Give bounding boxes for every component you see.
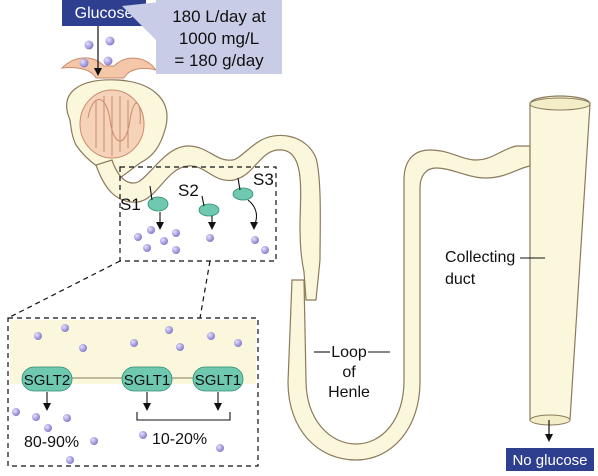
loop-label-line-1: Loop — [331, 344, 367, 361]
glucose-label: Glucose — [75, 5, 134, 22]
loop-of-henle — [287, 145, 531, 461]
segment-s2-label: S2 — [178, 181, 199, 200]
collecting-label-line-2: duct — [445, 271, 476, 288]
loop-label-line-2: of — [342, 364, 356, 381]
output-arrow-head — [545, 434, 553, 442]
sglt1-transporter-b: SGLT1 — [192, 366, 244, 392]
loop-label-line-3: Henle — [328, 384, 370, 401]
no-glucose-label: No glucose — [512, 452, 587, 469]
collecting-duct-label: Collecting duct — [445, 249, 545, 288]
glucose-dots-reabsorbed — [134, 226, 269, 254]
proximal-detail-box: S1 S2 S3 — [119, 166, 277, 262]
filtered-load-line-1: 180 L/day at — [172, 7, 266, 26]
segment-s1-label: S1 — [120, 195, 141, 214]
sglt1-transporter-a: SGLT1 — [121, 366, 173, 392]
loop-of-henle-label: Loop of Henle — [314, 344, 390, 401]
proximal-tubule — [95, 134, 321, 301]
fraction-sglt1-label: 10-20% — [152, 431, 207, 448]
collecting-label-line-1: Collecting — [445, 249, 515, 266]
transporter-s3 — [232, 187, 254, 201]
transporter-s1 — [147, 196, 169, 212]
sglt1-bracket — [136, 412, 231, 421]
segment-s3-label: S3 — [253, 170, 274, 189]
sglt2-label: SGLT2 — [24, 372, 70, 389]
transporter-s2 — [198, 203, 220, 217]
inset-dots-lumen — [34, 324, 242, 352]
sglt1-label-b: SGLT1 — [195, 372, 241, 389]
filtered-load-line-3: = 180 g/day — [174, 51, 264, 70]
sglt2-transporter: SGLT2 — [21, 366, 73, 392]
nephron — [60, 57, 591, 461]
fraction-sglt2-label: 80-90% — [24, 434, 79, 451]
transport-inset: SGLT2 SGLT1 SGLT1 80-90% 10-20% — [7, 317, 259, 467]
inset-dots-blood — [12, 408, 224, 464]
filtered-load-line-2: 1000 mg/L — [179, 29, 259, 48]
glucose-dots-input — [79, 36, 115, 68]
filtered-load-callout: 180 L/day at 1000 mg/L = 180 g/day — [122, 0, 282, 74]
no-glucose-label-box: No glucose — [506, 448, 594, 471]
zoom-line-right — [199, 260, 211, 319]
zoom-line-left — [7, 260, 121, 319]
glucose-arrow-head — [94, 68, 102, 76]
sglt1-label-a: SGLT1 — [124, 372, 170, 389]
